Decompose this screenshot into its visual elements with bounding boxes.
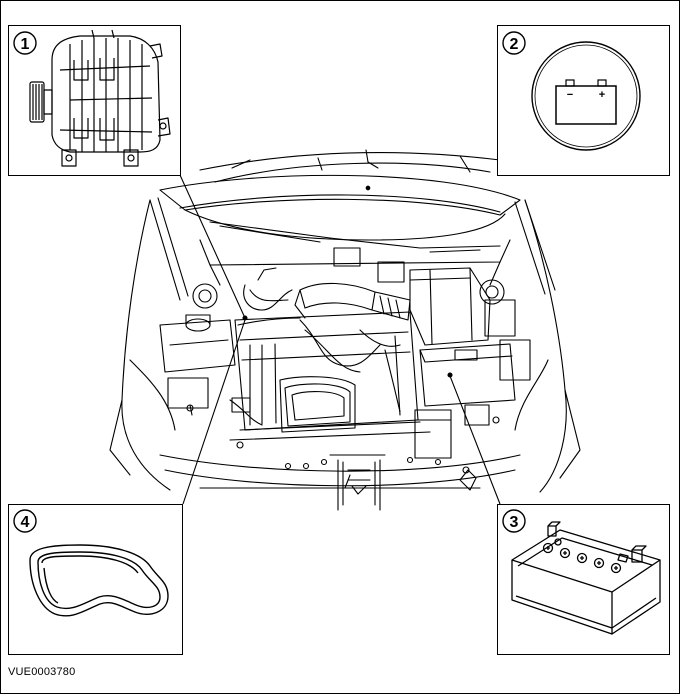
figure-reference-code: VUE0003780 xyxy=(8,666,76,678)
callout-number-4: 4 xyxy=(21,514,30,531)
callout-badge-4 xyxy=(13,509,37,533)
leader-lines xyxy=(179,174,501,505)
callout-panel-2: − + 2 xyxy=(497,25,670,176)
engine-bay xyxy=(109,149,581,511)
callout-number-2: 2 xyxy=(510,36,519,53)
callout-panel-4: 4 xyxy=(8,504,183,655)
callout-number-1: 1 xyxy=(21,36,30,53)
callout-panel-3: 3 xyxy=(497,504,670,655)
drive-belt-icon xyxy=(29,544,169,617)
plus-sign: + xyxy=(599,89,605,101)
minus-sign: − xyxy=(567,89,573,101)
callout-badge-1 xyxy=(13,31,37,55)
callout-panel-1: 1 xyxy=(8,25,181,176)
callout-badge-2 xyxy=(502,31,526,55)
battery-warning-lamp-icon: − + xyxy=(531,41,641,151)
battery-icon xyxy=(511,521,661,635)
alternator-icon xyxy=(29,29,171,167)
callout-number-3: 3 xyxy=(510,514,519,531)
callout-badge-3 xyxy=(502,509,526,533)
